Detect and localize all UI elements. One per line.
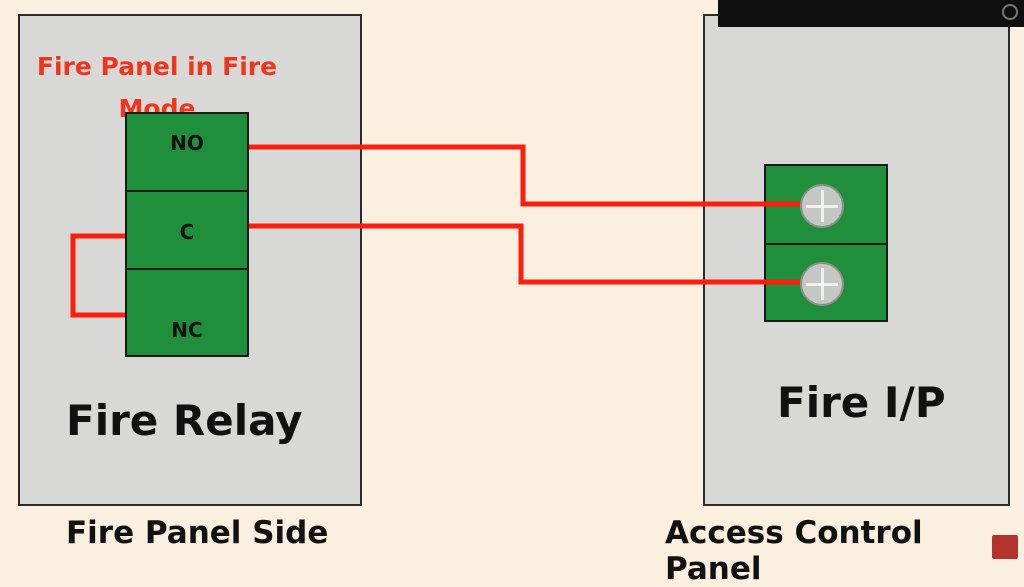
terminal-nc: NC — [125, 268, 249, 357]
wire-c-nc-jumper — [70, 233, 125, 318]
channel-logo-icon — [992, 535, 1018, 559]
wire-no-to-input — [249, 144, 800, 207]
relay-terminal-block: NO C NC — [125, 112, 249, 357]
circle-icon[interactable] — [1002, 4, 1018, 20]
wire-c-to-input — [249, 223, 800, 285]
fire-input-label: Fire I/P — [777, 378, 946, 427]
screw-icon — [800, 184, 844, 228]
fire-panel-side-label: Fire Panel Side — [66, 515, 329, 551]
fire-input-terminal-block — [764, 164, 888, 322]
terminal-no: NO — [125, 112, 249, 192]
wiring-diagram — [70, 144, 800, 318]
overlay-text — [724, 5, 994, 21]
terminal-divider — [766, 243, 886, 245]
fire-relay-label: Fire Relay — [66, 396, 303, 445]
screw-icon — [800, 262, 844, 306]
video-title-overlay — [718, 0, 1024, 27]
